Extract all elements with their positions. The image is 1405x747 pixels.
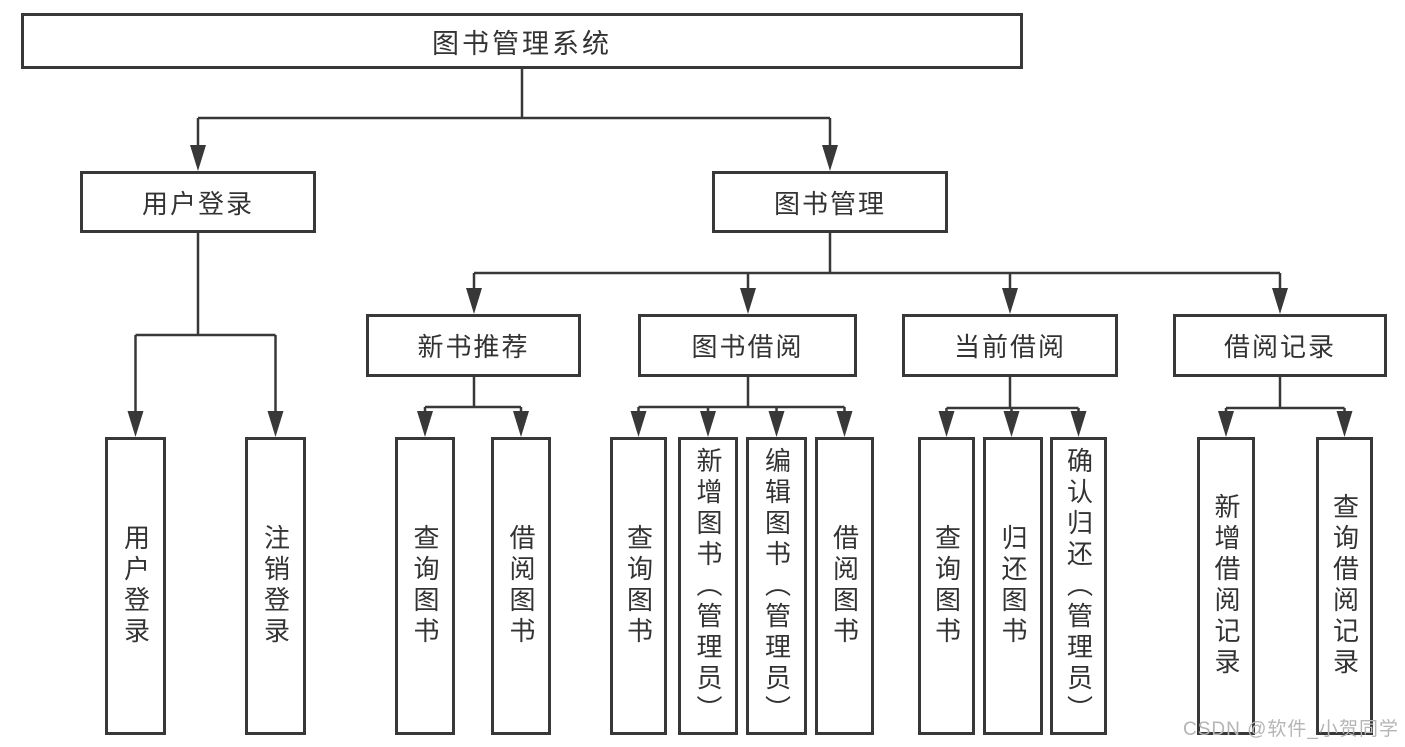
leaf-query-borrow-record-label: 查询借阅记录 [1329,493,1360,679]
leaf-confirm-return-admin: 确认归还（管理员） [1050,437,1107,735]
leaf-query-books-recommend: 查询图书 [395,437,455,735]
node-book-management-label: 图书管理 [773,188,886,219]
node-book-borrow: 图书借阅 [638,314,857,377]
leaf-logout-label: 注销登录 [260,524,291,648]
leaf-edit-books-admin: 编辑图书（管理员） [746,437,807,735]
leaf-borrow-books-recommend-label: 借阅图书 [506,524,536,648]
node-book-management: 图书管理 [712,171,948,233]
leaf-query-books-recommend-label: 查询图书 [410,524,440,648]
leaf-borrow-books-recommend: 借阅图书 [491,437,551,735]
leaf-add-borrow-record: 新增借阅记录 [1197,437,1255,735]
arrowheads [127,145,1353,437]
leaf-add-books-admin-label: 新增图书（管理员） [693,446,723,726]
node-root: 图书管理系统 [21,13,1023,69]
leaf-query-books-current-label: 查询图书 [931,524,962,648]
node-new-book-recommend-label: 新书推荐 [417,332,530,362]
node-book-borrow-label: 图书借阅 [691,332,804,362]
node-user-login-label: 用户登录 [141,188,254,219]
leaf-query-books-borrow-label: 查询图书 [623,524,654,648]
node-borrow-records-label: 借阅记录 [1223,332,1336,362]
node-borrow-records: 借阅记录 [1173,314,1387,377]
leaf-return-books-label: 归还图书 [998,524,1028,648]
leaf-query-books-borrow: 查询图书 [610,437,667,735]
leaf-confirm-return-admin-label: 确认归还（管理员） [1063,446,1094,726]
leaf-return-books: 归还图书 [983,437,1043,735]
leaf-user-login: 用户登录 [105,437,166,735]
node-user-login: 用户登录 [80,171,316,233]
leaf-edit-books-admin-label: 编辑图书（管理员） [761,446,792,726]
leaf-borrow-books: 借阅图书 [815,437,874,735]
connector-paths [134,68,1346,416]
node-new-book-recommend: 新书推荐 [366,314,581,377]
leaf-add-borrow-record-label: 新增借阅记录 [1211,493,1241,679]
watermark: CSDN @软件_小贺同学 [1183,719,1399,740]
node-current-borrow-label: 当前借阅 [953,332,1066,362]
leaf-borrow-books-label: 借阅图书 [829,524,860,648]
leaf-user-login-label: 用户登录 [120,524,151,648]
node-root-label: 图书管理系统 [432,28,612,59]
leaf-query-books-current: 查询图书 [918,437,975,735]
node-current-borrow: 当前借阅 [902,314,1118,377]
leaf-query-borrow-record: 查询借阅记录 [1316,437,1373,735]
leaf-add-books-admin: 新增图书（管理员） [678,437,738,735]
leaf-logout: 注销登录 [245,437,306,735]
